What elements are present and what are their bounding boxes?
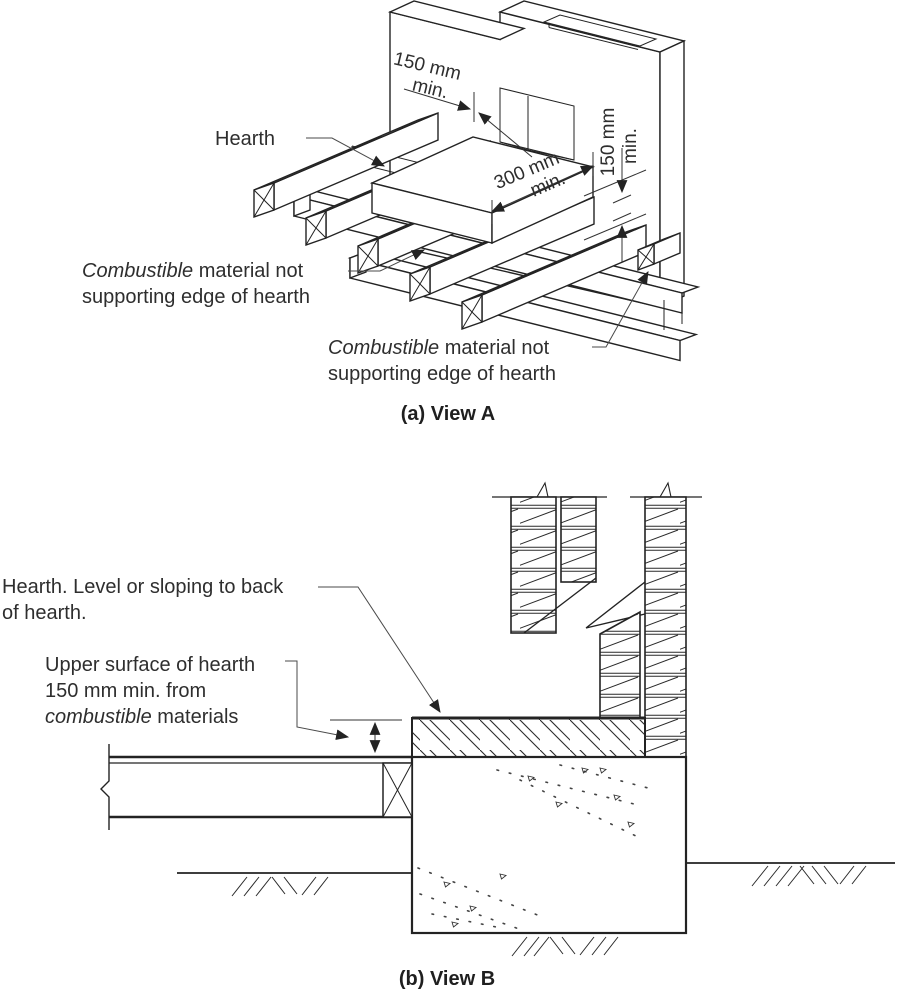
combustible-right-line1: Combustible material not (328, 337, 550, 359)
view-a-drawing: 150 mm min. 300 mm min. 150 mm min. (253, 0, 701, 362)
combustible-left-leader-arrow (348, 249, 425, 272)
wall-support-block (637, 231, 683, 330)
floor-structure-section (100, 744, 413, 830)
ground-line-right (686, 862, 895, 887)
hearth-label: Hearth (215, 128, 276, 150)
hearth-slab-section (411, 716, 646, 758)
view-b-caption: (b) View B (398, 968, 496, 990)
dimension-side-clearance: 150 mm min. (583, 108, 647, 262)
hearth-level-leader-arrow (318, 586, 441, 713)
combustible-left-line2: supporting edge of hearth (82, 286, 310, 308)
upper-surface-line1: Upper surface of hearth (45, 654, 256, 676)
chimney-breast-section (510, 496, 597, 634)
view-a-caption: (a) View A (400, 403, 496, 425)
dim-side-clearance-value: 150 mm (598, 108, 619, 177)
leader-lines-view-a (306, 137, 649, 348)
combustible-right-leader-arrow (592, 271, 649, 348)
concrete-aggregate (443, 767, 636, 928)
upper-surface-label: Upper surface of hearth 150 mm min. from… (45, 652, 255, 730)
hearth-leader-arrow (306, 137, 385, 167)
joist (253, 111, 439, 218)
dim-side-clearance-unit: min. (620, 128, 641, 164)
ground-line-left (177, 872, 412, 897)
combustible-left-label: Combustible material not supporting edge… (82, 258, 310, 310)
concrete-stipple (417, 764, 649, 931)
combustible-right-line2: supporting edge of hearth (328, 363, 556, 385)
leader-lines-view-b (285, 586, 441, 741)
upper-surface-line2: 150 mm min. from (45, 680, 207, 702)
flue-opening (542, 14, 658, 50)
hearth-level-line2: of hearth. (2, 602, 87, 624)
dimension-hearth-height (330, 719, 402, 754)
hearth-level-label: Hearth. Level or sloping to back of hear… (2, 574, 283, 626)
hearth-level-line1: Hearth. Level or sloping to back (2, 576, 284, 598)
upper-surface-leader-arrow (285, 660, 350, 741)
upper-surface-line3: combustible materials (45, 706, 239, 728)
combustible-right-label: Combustible material not supporting edge… (328, 335, 556, 387)
ground-hatch-below-foundation (511, 936, 619, 957)
break-lines (492, 481, 702, 498)
concrete-foundation (410, 755, 688, 935)
view-b-drawing (100, 481, 895, 957)
fireplace-opening (499, 87, 575, 161)
joist (461, 223, 647, 330)
combustible-left-line1: Combustible material not (82, 260, 304, 282)
